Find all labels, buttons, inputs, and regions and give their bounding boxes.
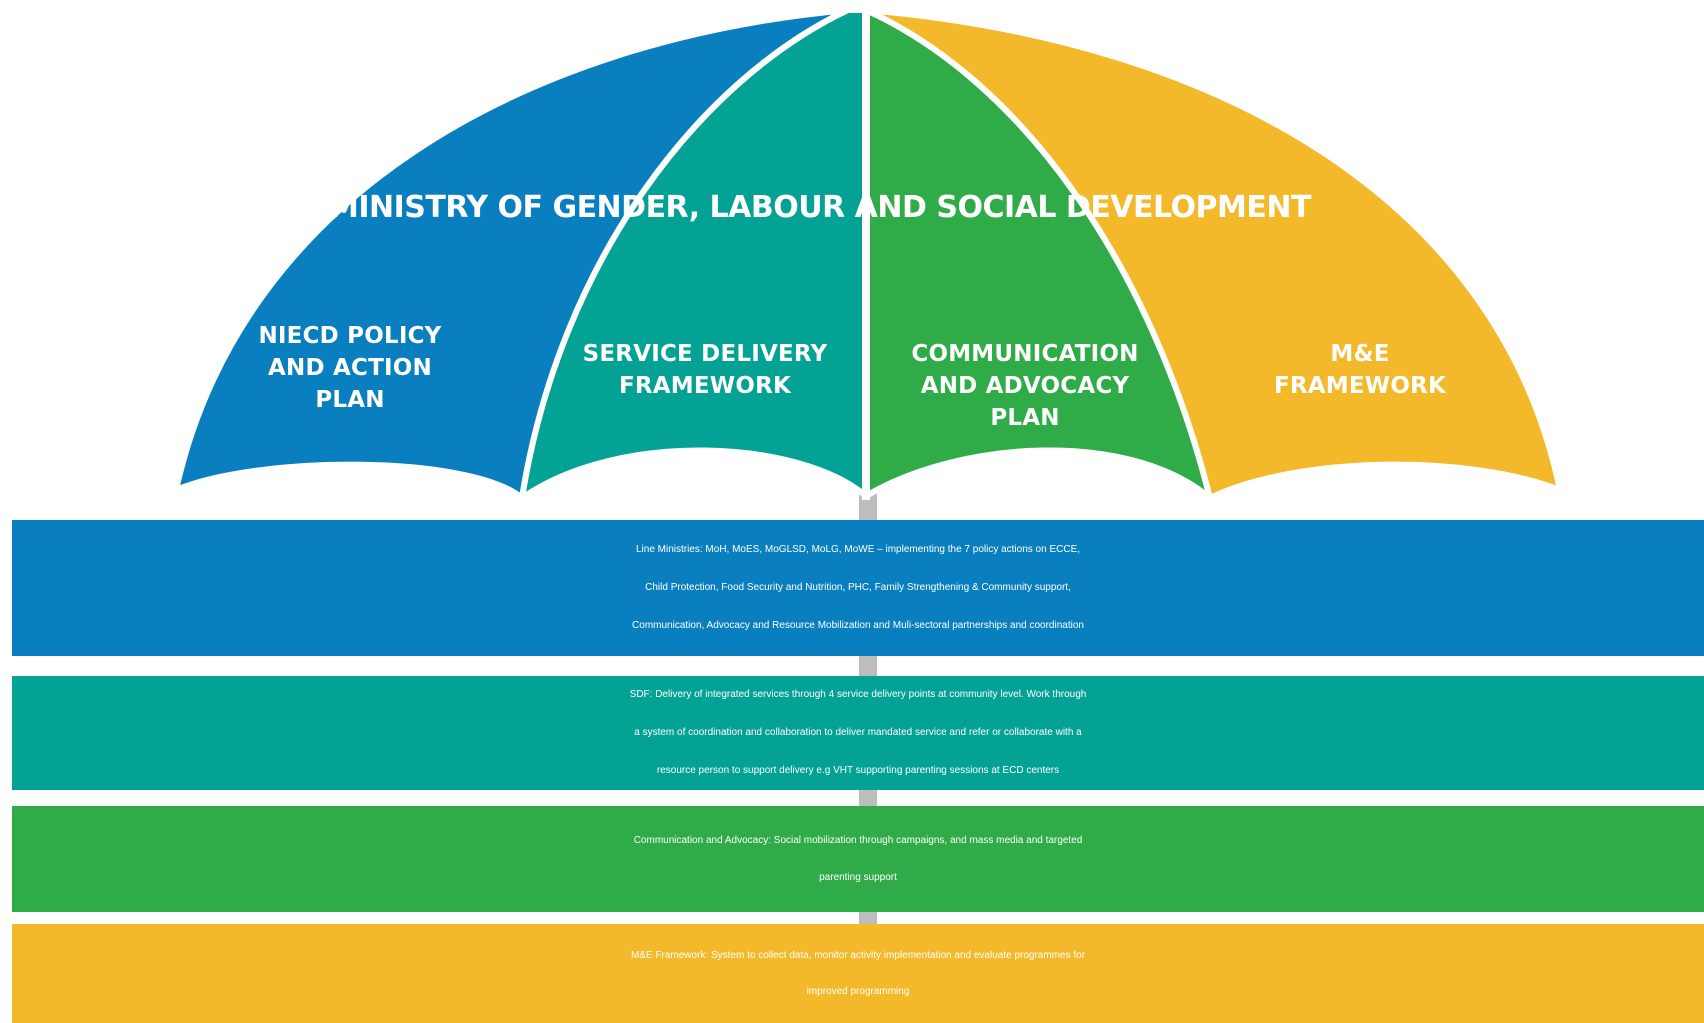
band-line-ministries: Line Ministries: MoH, MoES, MoGLSD, MoLG… xyxy=(12,520,1704,656)
segment-label-niecd: NIECD POLICY AND ACTION PLAN xyxy=(258,323,442,413)
segment-label-communication: COMMUNICATION AND ADVOCACY PLAN xyxy=(911,341,1139,431)
band-communication-advocacy: Communication and Advocacy: Social mobil… xyxy=(12,806,1704,912)
band-me-framework: M&E Framework: System to collect data, m… xyxy=(12,924,1704,1023)
band-sdf: SDF: Delivery of integrated services thr… xyxy=(12,676,1704,790)
umbrella-title: MINISTRY OF GENDER, LABOUR AND SOCIAL DE… xyxy=(329,190,1311,225)
segment-label-me: M&E FRAMEWORK xyxy=(1273,341,1447,399)
segment-yellow xyxy=(863,7,1563,501)
segment-label-sdf: SERVICE DELIVERY FRAMEWORK xyxy=(582,341,828,399)
segment-teal xyxy=(519,7,869,501)
